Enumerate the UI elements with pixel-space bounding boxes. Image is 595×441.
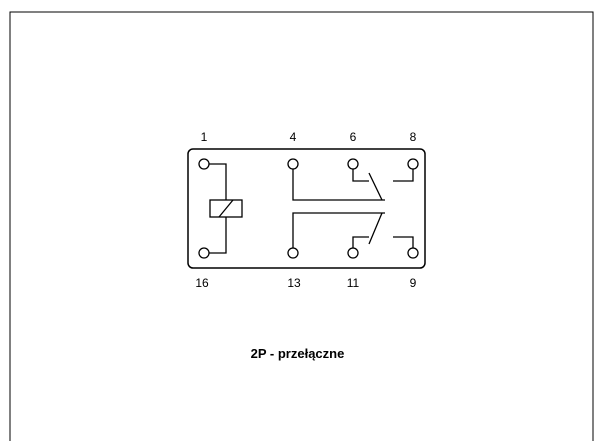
switch-blade-bottom	[368, 212, 383, 245]
pin-label-6: 6	[350, 130, 357, 144]
contact-no-top	[393, 169, 414, 182]
pin-terminal-1	[198, 158, 210, 170]
contact-nc-bottom	[352, 236, 369, 248]
coil-diagonal	[218, 199, 234, 218]
pin-label-16: 16	[195, 276, 209, 290]
contact-nc-top	[352, 169, 369, 182]
pin-terminal-8	[407, 158, 419, 170]
pin-label-11: 11	[347, 276, 360, 290]
pin-terminal-13	[287, 247, 299, 259]
coil-symbol	[209, 199, 243, 218]
pin-terminal-6	[347, 158, 359, 170]
coil-wire	[209, 163, 227, 254]
switch-blade-top	[368, 172, 383, 201]
contact-no-bottom	[393, 236, 414, 248]
frame-border	[9, 11, 594, 441]
diagram-caption: 2P - przełączne	[250, 346, 345, 361]
pin-terminal-11	[347, 247, 359, 259]
pin-terminal-4	[287, 158, 299, 170]
relay-body	[187, 148, 426, 269]
pin-label-1: 1	[201, 130, 208, 144]
pin-label-13: 13	[287, 276, 301, 290]
pin-label-9: 9	[410, 276, 417, 290]
pin-terminal-16	[198, 247, 210, 259]
common-wire-bottom	[292, 212, 385, 248]
pin-label-8: 8	[410, 130, 417, 144]
common-wire-top	[292, 169, 385, 201]
pin-label-4: 4	[290, 130, 297, 144]
pin-terminal-9	[407, 247, 419, 259]
